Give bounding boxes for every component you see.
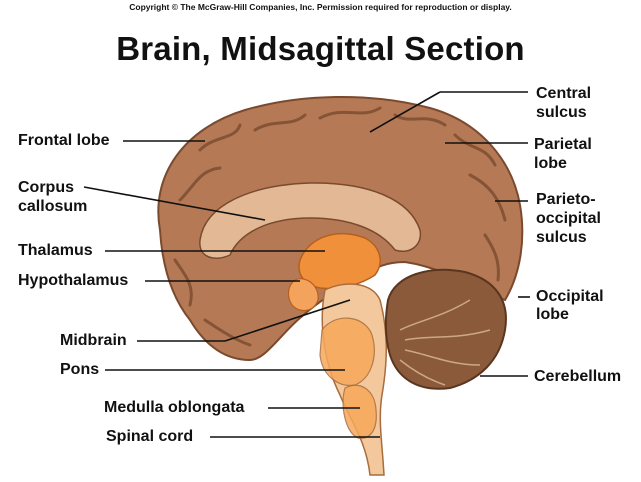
label-occipital-lobe-line2: lobe [536, 305, 569, 324]
label-frontal-lobe: Frontal lobe [18, 131, 110, 150]
cerebellum-shape [386, 270, 506, 389]
label-central-sulcus-line2: sulcus [536, 103, 587, 122]
label-corpus-callosum-line1: Corpus [18, 178, 74, 197]
label-occipital-lobe-line1: Occipital [536, 287, 604, 306]
label-midbrain: Midbrain [60, 331, 127, 350]
label-thalamus: Thalamus [18, 241, 93, 260]
medulla-shape [343, 385, 376, 438]
label-parietal-lobe-line1: Parietal [534, 135, 592, 154]
label-parieto-occipital-line1: Parieto- [536, 190, 596, 209]
label-parieto-occipital-line3: sulcus [536, 228, 587, 247]
label-parieto-occipital-line2: occipital [536, 209, 601, 228]
label-cerebellum: Cerebellum [534, 367, 621, 386]
label-parietal-lobe-line2: lobe [534, 154, 567, 173]
pons-shape [320, 318, 374, 385]
label-medulla-oblongata: Medulla oblongata [104, 398, 244, 417]
label-corpus-callosum-line2: callosum [18, 197, 87, 216]
label-hypothalamus: Hypothalamus [18, 271, 128, 290]
label-central-sulcus-line1: Central [536, 84, 591, 103]
label-spinal-cord: Spinal cord [106, 427, 193, 446]
label-pons: Pons [60, 360, 99, 379]
